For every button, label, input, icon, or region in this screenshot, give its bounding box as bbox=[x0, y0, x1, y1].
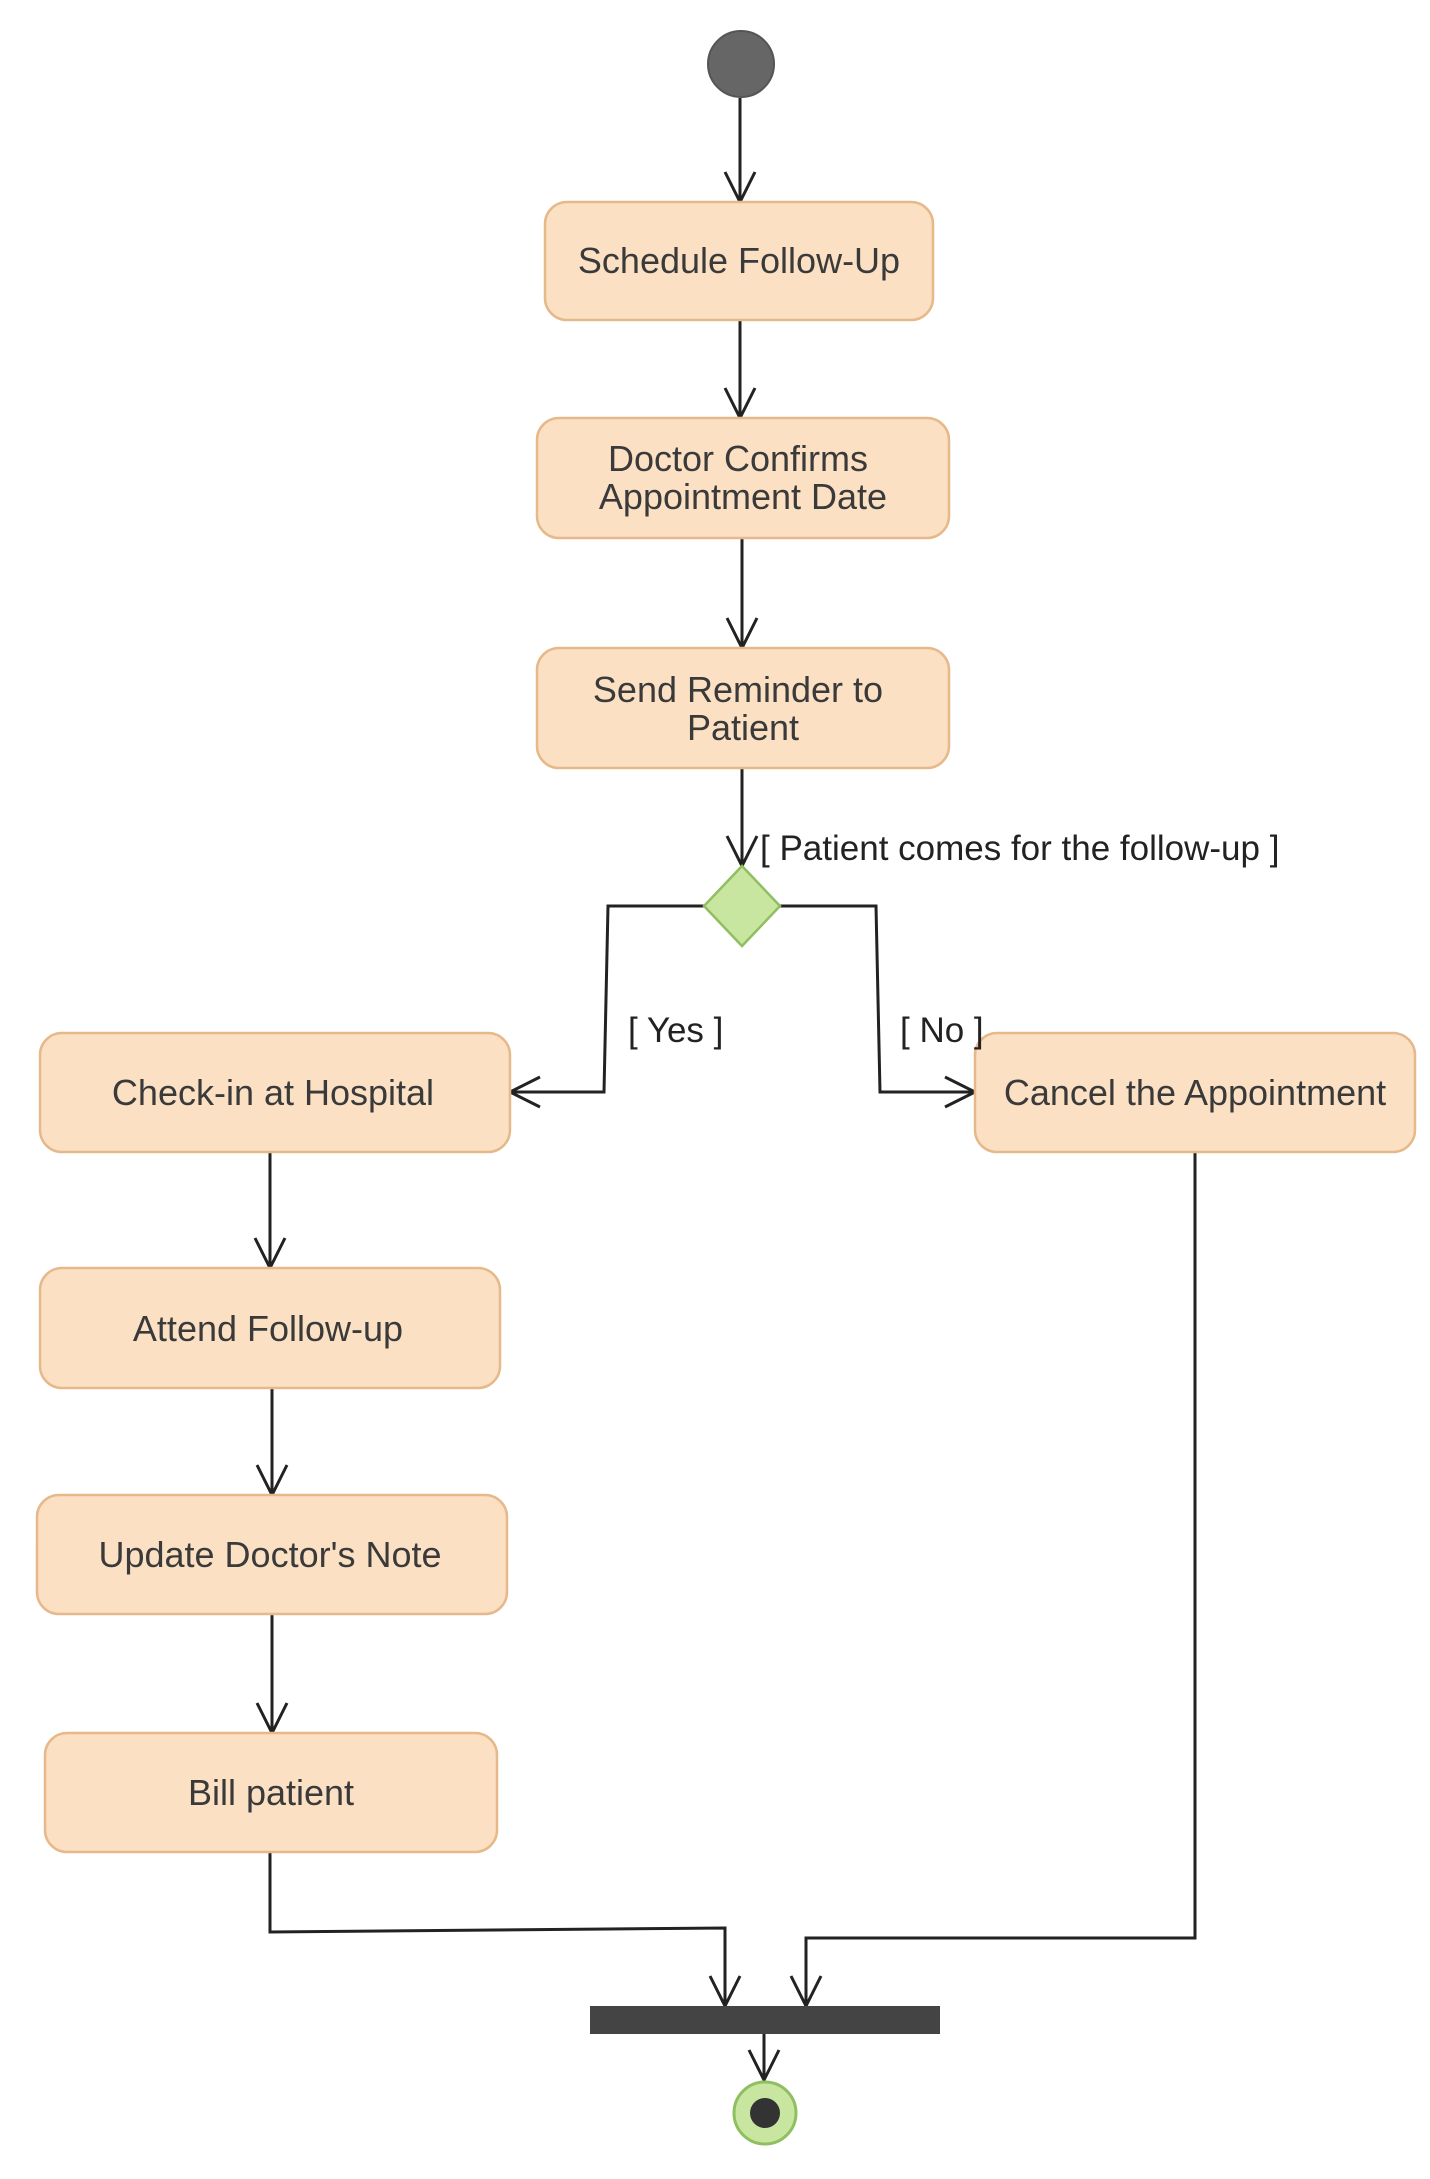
action-check-in-at-hospital: Check-in at Hospital bbox=[38, 1031, 512, 1154]
guard-yes: [ Yes ] bbox=[628, 1011, 723, 1050]
action-label-line: Send Reminder to bbox=[593, 669, 883, 710]
start-node bbox=[707, 30, 775, 98]
action-doctor-confirms: Doctor Confirms Appointment Date bbox=[535, 416, 951, 540]
action-box bbox=[35, 1493, 509, 1616]
action-label-line: Attend Follow-up bbox=[133, 1308, 403, 1349]
arrowhead-end bbox=[747, 2049, 781, 2084]
action-label: Cancel the Appointment bbox=[1004, 1072, 1386, 1113]
join-bar bbox=[590, 2006, 940, 2034]
action-label: Update Doctor's Note bbox=[98, 1534, 441, 1575]
action-update-doctors-note: Update Doctor's Note bbox=[35, 1493, 509, 1616]
action-attend-follow-up: Attend Follow-up bbox=[38, 1266, 502, 1390]
action-label-line: Patient bbox=[687, 707, 799, 748]
action-label: Check-in at Hospital bbox=[112, 1072, 434, 1113]
action-label: Schedule Follow-Up bbox=[578, 240, 900, 281]
action-label: Attend Follow-up bbox=[133, 1308, 403, 1349]
guard-no: [ No ] bbox=[900, 1011, 984, 1050]
action-box bbox=[535, 646, 951, 770]
action-label-line: Doctor Confirms bbox=[608, 438, 868, 479]
action-send-reminder: Send Reminder to Patient bbox=[535, 646, 951, 770]
action-box bbox=[973, 1031, 1417, 1154]
flow-bill-to-join bbox=[268, 1852, 727, 2006]
action-cancel-appointment: Cancel the Appointment bbox=[973, 1031, 1417, 1154]
action-box bbox=[38, 1031, 512, 1154]
flow-decision-yes-branch bbox=[510, 904, 704, 1094]
action-box bbox=[535, 416, 951, 540]
action-label-line: Schedule Follow-Up bbox=[578, 240, 900, 281]
action-label: Bill patient bbox=[188, 1772, 354, 1813]
action-label: Doctor Confirms Appointment Date bbox=[599, 438, 887, 517]
flow-cancel-to-join bbox=[804, 1152, 1197, 2006]
flow-lines bbox=[268, 98, 1197, 2080]
action-label-line: Appointment Date bbox=[599, 476, 887, 517]
end-node-core bbox=[750, 2098, 780, 2128]
action-label-line: Check-in at Hospital bbox=[112, 1072, 434, 1113]
action-box bbox=[543, 200, 935, 322]
action-label: Send Reminder to Patient bbox=[593, 669, 893, 748]
action-label-line: Update Doctor's Note bbox=[98, 1534, 441, 1575]
action-box bbox=[43, 1731, 499, 1854]
action-schedule-follow-up: Schedule Follow-Up bbox=[543, 200, 935, 322]
flow-decision-no-branch bbox=[780, 904, 975, 1094]
end-node bbox=[732, 2080, 798, 2146]
decision-diamond bbox=[702, 864, 782, 948]
action-label-line: Bill patient bbox=[188, 1772, 354, 1813]
guard-patient-comes: [ Patient comes for the follow-up ] bbox=[760, 829, 1279, 868]
action-box bbox=[38, 1266, 502, 1390]
action-label-line: Cancel the Appointment bbox=[1004, 1072, 1386, 1113]
action-bill-patient: Bill patient bbox=[43, 1731, 499, 1854]
